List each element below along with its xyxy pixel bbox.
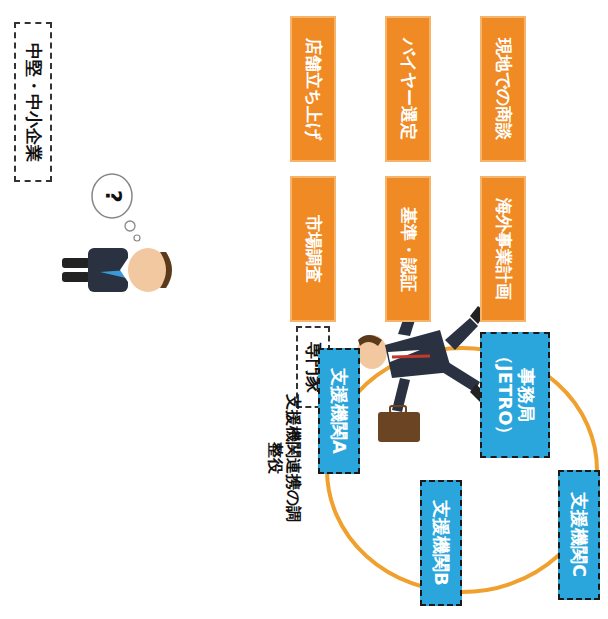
node-text: 現地での商談 [493, 38, 513, 140]
node-text: バイヤー選定 [398, 38, 418, 140]
task-box: 市場調査 [290, 176, 336, 322]
node-text: 中堅・中小企業 [23, 43, 43, 162]
task-box: 海外事業計画 [480, 176, 526, 322]
node-text: 支援機関A [329, 368, 350, 454]
node-text: 事務局 （JETRO） [494, 337, 535, 453]
node-text: 海外事業計画 [493, 198, 513, 300]
company-person [62, 248, 172, 292]
agency-box: 支援機関B [420, 480, 462, 606]
node-text: 店舗立ち上げ [303, 38, 323, 140]
secretariat-box: 事務局 （JETRO） [480, 332, 550, 458]
label-text: ? [100, 190, 125, 203]
node-text: 市場調査 [303, 215, 323, 283]
question-mark: ? [100, 180, 126, 212]
node-text: 支援機関C [569, 492, 590, 577]
role-label: 支援機関連携の調整役 [258, 388, 310, 528]
company-box: 中堅・中小企業 [14, 22, 52, 182]
agency-box: 支援機関C [558, 470, 600, 600]
node-text: 基準・認証 [398, 207, 418, 292]
task-box: 現地での商談 [480, 16, 526, 162]
task-box: 店舗立ち上げ [290, 16, 336, 162]
task-box: バイヤー選定 [385, 16, 431, 162]
label-text: 支援機関連携の調整役 [266, 388, 303, 528]
node-text: 支援機関B [431, 500, 452, 586]
agency-box: 支援機関A [318, 348, 360, 474]
cooperation-ring [327, 348, 597, 592]
task-box: 基準・認証 [385, 176, 431, 322]
thought-bubble [92, 174, 140, 241]
